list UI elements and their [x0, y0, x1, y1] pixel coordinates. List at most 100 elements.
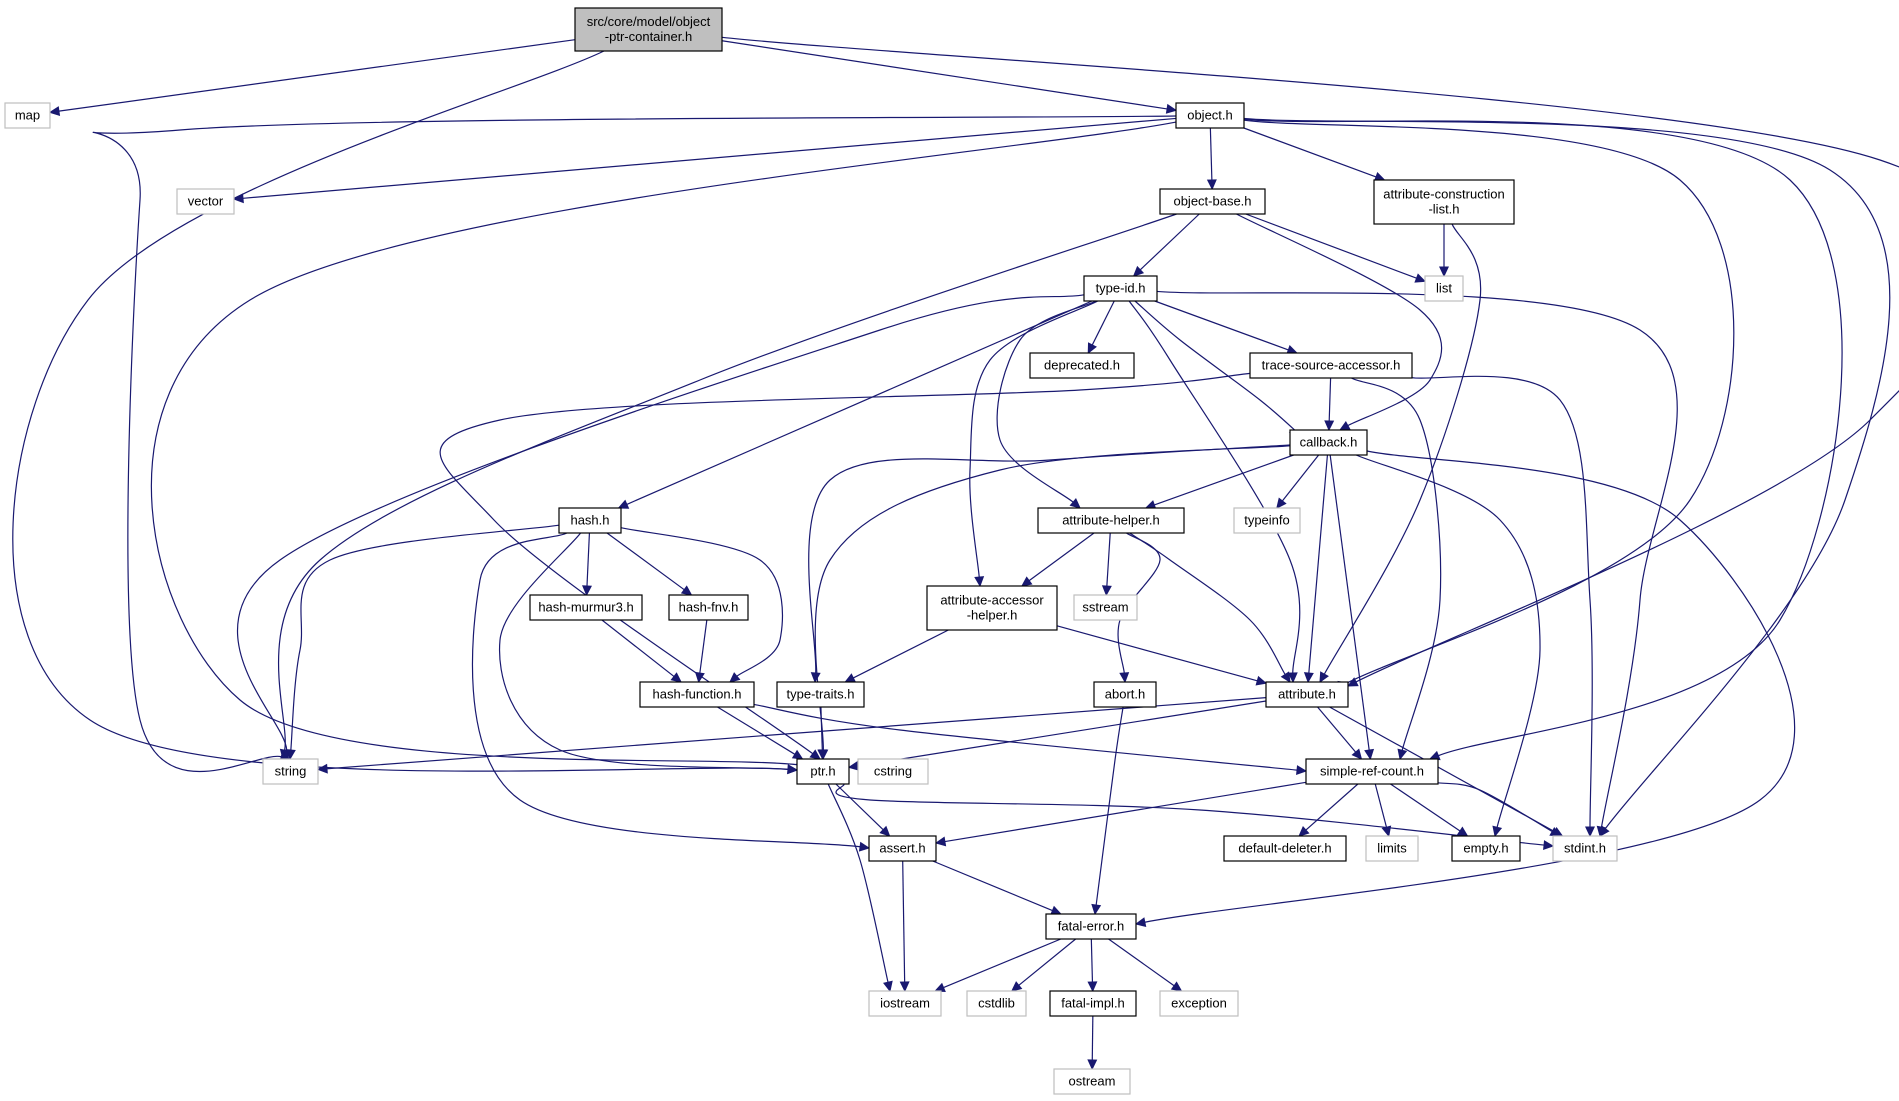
node-default-deleter[interactable]: default-deleter.h — [1223, 835, 1347, 862]
node-root[interactable]: src/core/model/object-ptr-container.h — [574, 7, 723, 52]
edge-line — [1245, 213, 1417, 279]
edge-type-id-to-deprecated — [1087, 300, 1115, 355]
edge-line — [721, 36, 1899, 683]
edge-line — [932, 860, 1053, 912]
edge-arrowhead — [316, 763, 328, 774]
node-hash-murmur3[interactable]: hash-murmur3.h — [529, 594, 643, 621]
node-label: fatal-impl.h — [1061, 996, 1125, 1011]
edge-line — [902, 860, 906, 983]
edge-line — [1308, 454, 1329, 674]
edge-line — [1139, 213, 1200, 271]
node-label: empty.h — [1463, 841, 1508, 856]
edge-line — [1390, 783, 1461, 832]
edge-root-to-attribute — [721, 36, 1899, 687]
node-callback[interactable]: callback.h — [1289, 429, 1368, 456]
edge-arrowhead — [1324, 420, 1335, 432]
edge-arrowhead — [1456, 826, 1469, 837]
edge-simple-ref-to-empty — [1390, 783, 1469, 837]
edge-line — [835, 783, 1545, 846]
edge-arrowhead — [817, 749, 828, 761]
edge-root-to-map — [48, 39, 576, 117]
edge-line — [1156, 290, 1678, 828]
edge-line — [1128, 300, 1301, 674]
node-label: attribute-accessor — [940, 593, 1044, 608]
edge-arrowhead — [1346, 677, 1359, 687]
edge-line — [150, 121, 1177, 771]
node-abort[interactable]: abort.h — [1093, 681, 1157, 708]
node-label: hash-murmur3.h — [538, 600, 633, 615]
node-attr-accessor[interactable]: attribute-accessor-helper.h — [926, 585, 1058, 631]
edge-line — [1323, 223, 1482, 675]
node-box — [639, 681, 755, 708]
edge-fatal-error-to-fatal-impl — [1087, 938, 1098, 993]
edge-line — [1154, 300, 1289, 351]
edge-hash-to-assert — [471, 532, 871, 852]
node-object-base[interactable]: object-base.h — [1159, 188, 1266, 215]
edge-fatal-error-to-cstdlib — [1010, 938, 1077, 992]
edge-arrowhead — [1338, 421, 1351, 431]
edge-object-to-attr-construction — [1243, 127, 1386, 182]
edge-line — [606, 532, 685, 591]
node-attribute[interactable]: attribute.h — [1265, 681, 1349, 708]
node-type-traits[interactable]: type-traits.h — [776, 681, 865, 708]
node-simple-ref[interactable]: simple-ref-count.h — [1305, 758, 1439, 785]
edge-line — [1108, 938, 1175, 987]
edge-arrowhead — [1132, 265, 1145, 277]
edge-type-id-to-attr-accessor — [969, 300, 1098, 588]
edge-arrowhead — [1351, 748, 1363, 760]
node-box — [776, 681, 865, 708]
node-hash-fnv[interactable]: hash-fnv.h — [668, 594, 749, 621]
edge-line — [1028, 532, 1095, 582]
node-hash-function[interactable]: hash-function.h — [639, 681, 755, 708]
edge-arrowhead — [1397, 748, 1408, 761]
node-fatal-error[interactable]: fatal-error.h — [1045, 913, 1137, 940]
node-object[interactable]: object.h — [1175, 102, 1245, 129]
edge-line — [1091, 300, 1115, 346]
node-attr-helper[interactable]: attribute-helper.h — [1037, 507, 1185, 534]
edge-arrowhead — [787, 764, 799, 775]
edge-line — [12, 50, 789, 772]
edge-arrowhead — [1364, 748, 1375, 761]
node-label: string — [275, 764, 307, 779]
node-box — [1365, 835, 1419, 862]
node-label: trace-source-accessor.h — [1262, 358, 1401, 373]
node-box — [1045, 913, 1137, 940]
node-sstream: sstream — [1073, 594, 1138, 621]
node-type-id[interactable]: type-id.h — [1083, 275, 1158, 302]
node-fatal-impl[interactable]: fatal-impl.h — [1049, 990, 1137, 1017]
edge-callback-to-simple-ref — [1329, 454, 1375, 761]
node-hash[interactable]: hash.h — [558, 507, 622, 534]
node-assert[interactable]: assert.h — [868, 835, 937, 862]
edge-arrowhead — [1087, 981, 1098, 993]
edge-assert-to-iostream — [899, 860, 910, 993]
node-string: string — [262, 758, 319, 785]
edge-attribute-to-simple-ref — [1317, 706, 1363, 760]
node-label: hash.h — [570, 513, 609, 528]
node-label: stdint.h — [1564, 841, 1606, 856]
edge-hash-to-ptr — [498, 532, 799, 775]
node-box — [1552, 835, 1618, 862]
node-trace-source[interactable]: trace-source-accessor.h — [1249, 352, 1413, 379]
node-empty[interactable]: empty.h — [1451, 835, 1521, 862]
edge-arrowhead — [1069, 498, 1081, 509]
edge-callback-to-empty — [1355, 454, 1541, 838]
node-deprecated[interactable]: deprecated.h — [1029, 352, 1135, 379]
node-box — [558, 507, 622, 534]
edge-line — [835, 783, 884, 831]
edge-type-traits-to-ptr — [817, 706, 828, 761]
edge-fatal-error-to-exception — [1108, 938, 1183, 992]
node-attr-construction[interactable]: attribute-construction-list.h — [1373, 179, 1515, 225]
edge-ptr-to-assert — [835, 783, 891, 837]
edge-line — [1209, 127, 1213, 181]
node-label: abort.h — [1105, 687, 1145, 702]
edge-fatal-impl-to-ostream — [1087, 1015, 1098, 1071]
edge-hash-to-hash-fnv — [606, 532, 693, 596]
edge-fatal-error-to-iostream — [934, 938, 1062, 992]
edge-arrowhead — [1050, 905, 1062, 915]
node-label: object.h — [1187, 108, 1233, 123]
edge-line — [969, 300, 1098, 578]
node-box — [796, 758, 850, 785]
node-list: list — [1424, 275, 1464, 302]
node-ptr[interactable]: ptr.h — [796, 758, 850, 785]
